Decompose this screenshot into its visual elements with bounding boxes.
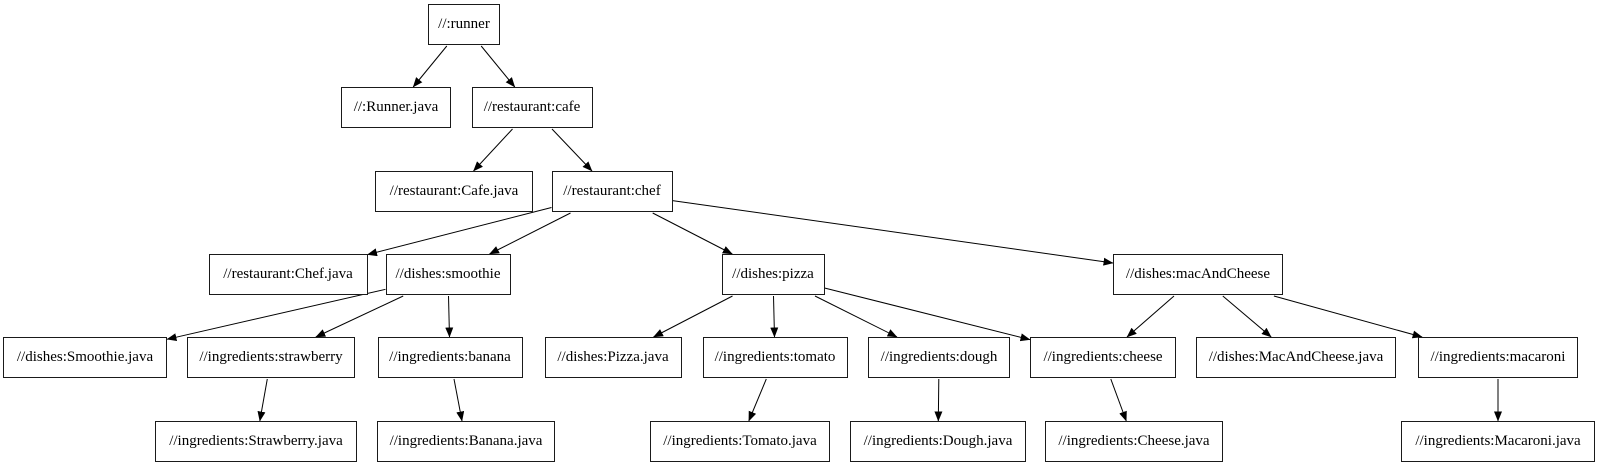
node-label: //ingredients:dough [880,349,998,365]
node-label: //dishes:Pizza.java [557,349,669,365]
edge-banana-to-banana_java [453,378,465,422]
node-macaroni: //ingredients:macaroni [1418,337,1578,378]
node-chef: //restaurant:chef [551,171,673,212]
edge-smoothie-to-strawberry [315,295,404,338]
node-banana: //ingredients:banana [377,337,523,378]
node-label: //dishes:pizza [732,266,814,282]
node-label: //dishes:smoothie [395,266,501,282]
node-mac_and_cheese_java: //dishes:MacAndCheese.java [1196,337,1396,378]
node-label: //ingredients:cheese [1043,349,1163,365]
node-strawberry_java: //ingredients:Strawberry.java [155,421,357,462]
node-runner_java: //:Runner.java [341,87,451,128]
node-label: //dishes:macAndCheese [1125,266,1271,282]
node-pizza_java: //dishes:Pizza.java [544,337,682,378]
edge-pizza-to-cheese [824,287,1031,342]
edge-pizza-to-dough [814,295,898,338]
node-tomato_java: //ingredients:Tomato.java [650,421,830,462]
node-runner: //:runner [428,4,500,45]
node-dough_java: //ingredients:Dough.java [850,421,1026,462]
node-label: //ingredients:Strawberry.java [169,433,343,449]
edge-cafe-to-chef [551,128,593,172]
node-label: //ingredients:macaroni [1430,349,1566,365]
node-label: //ingredients:Macaroni.java [1415,433,1581,449]
node-pizza: //dishes:pizza [721,254,825,295]
node-label: //restaurant:Cafe.java [389,183,519,199]
edge-chef-to-smoothie [489,212,571,255]
node-smoothie_java: //dishes:Smoothie.java [3,337,167,378]
node-label: //ingredients:strawberry [199,349,343,365]
node-label: //ingredients:Cheese.java [1058,433,1210,449]
edge-dough-to-dough_java [934,378,943,422]
node-label: //restaurant:chef [563,183,661,199]
node-label: //ingredients:Dough.java [863,433,1013,449]
node-cheese: //ingredients:cheese [1030,337,1176,378]
node-label: //dishes:Smoothie.java [16,349,154,365]
edge-runner-to-cafe [480,45,516,88]
node-tomato: //ingredients:tomato [702,337,848,378]
edge-smoothie-to-banana [445,295,454,338]
edge-pizza-to-pizza_java [653,295,733,338]
node-dough: //ingredients:dough [868,337,1010,378]
edge-cafe-to-cafe_java [473,128,513,172]
edge-chef-to-pizza [652,212,733,255]
node-strawberry: //ingredients:strawberry [187,337,355,378]
edge-runner-to-runner_java [412,45,448,88]
edge-cheese-to-cheese_java [1110,378,1127,422]
node-macaroni_java: //ingredients:Macaroni.java [1401,421,1595,462]
node-label: //restaurant:cafe [483,99,581,115]
node-label: //ingredients:banana [389,349,511,365]
node-label: //ingredients:Tomato.java [663,433,817,449]
node-label: //:runner [438,16,490,32]
node-label: //dishes:MacAndCheese.java [1208,349,1384,365]
node-mac_and_cheese: //dishes:macAndCheese [1113,254,1283,295]
node-label: //ingredients:Banana.java [389,433,543,449]
node-label: //:Runner.java [353,99,439,115]
edge-mac_and_cheese-to-mac_and_cheese_java [1222,295,1272,338]
node-label: //ingredients:tomato [714,349,836,365]
edge-chef-to-chef_java [367,207,552,257]
edge-mac_and_cheese-to-cheese [1126,295,1175,338]
edge-strawberry-to-strawberry_java [257,378,268,422]
node-smoothie: //dishes:smoothie [385,254,511,295]
edge-pizza-to-tomato [770,295,779,338]
node-cafe: //restaurant:cafe [471,87,593,128]
node-label: //restaurant:Chef.java [223,266,353,282]
edge-mac_and_cheese-to-macaroni [1273,295,1423,339]
node-chef_java: //restaurant:Chef.java [208,254,368,295]
node-cafe_java: //restaurant:Cafe.java [375,171,533,212]
edge-tomato-to-tomato_java [748,378,767,422]
node-banana_java: //ingredients:Banana.java [377,421,555,462]
edge-smoothie-to-smoothie_java [166,288,386,342]
node-cheese_java: //ingredients:Cheese.java [1045,421,1223,462]
